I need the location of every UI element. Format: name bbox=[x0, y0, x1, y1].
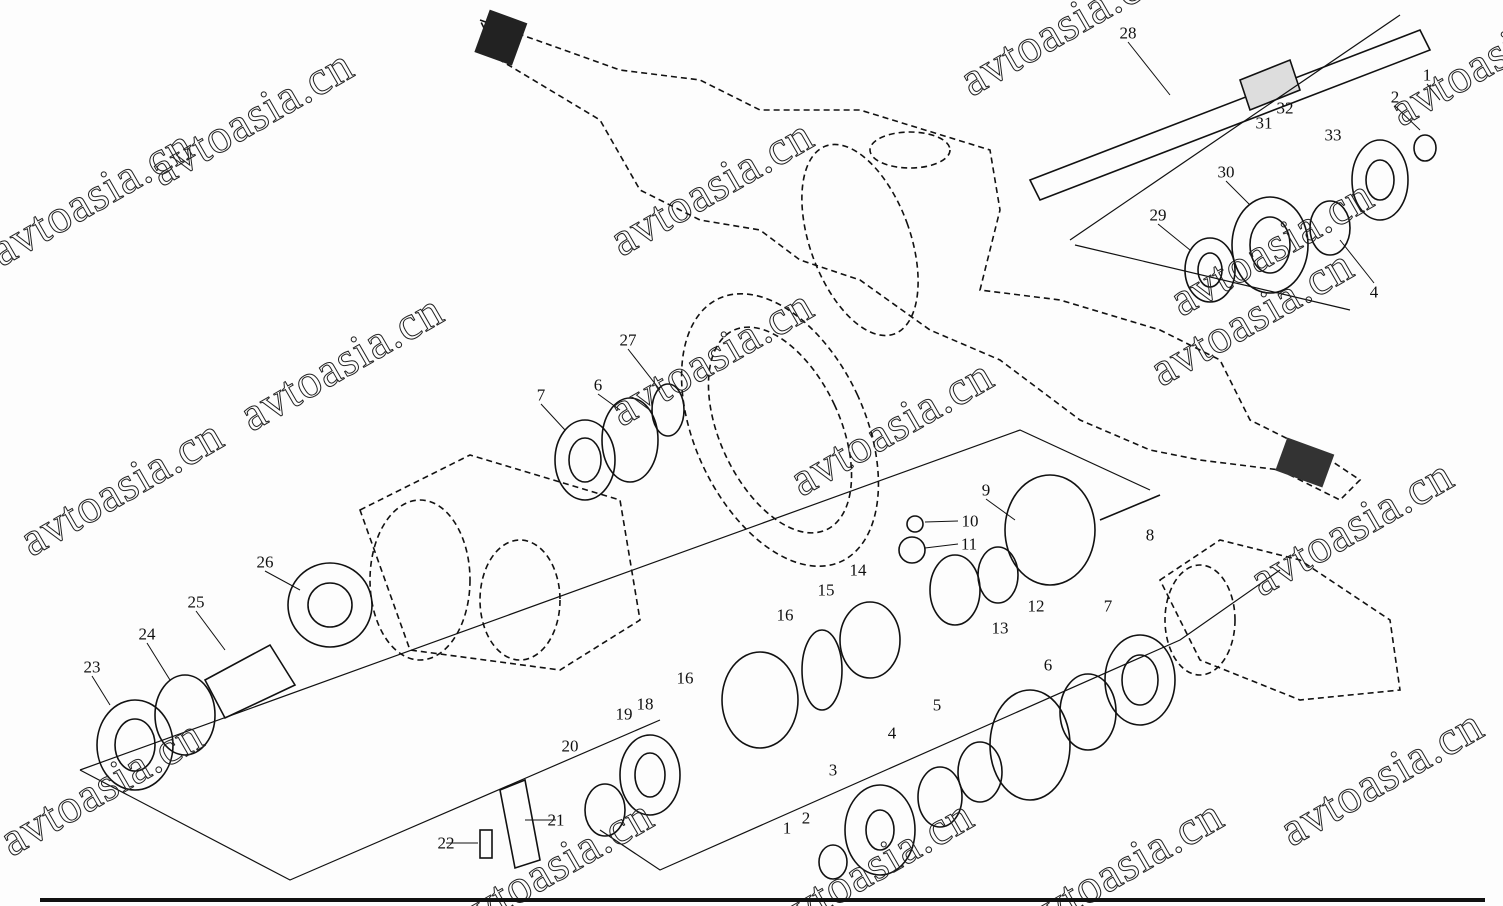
part-number-label: 21 bbox=[547, 810, 565, 830]
part-number-label: 12 bbox=[1027, 596, 1045, 616]
right-cover bbox=[1158, 539, 1401, 701]
part-number-label: 18 bbox=[636, 694, 654, 714]
part-number-label: 16 bbox=[776, 605, 794, 625]
part-number-label: 13 bbox=[991, 618, 1009, 638]
part-number-label: 22 bbox=[437, 833, 455, 853]
carrier-cover bbox=[680, 292, 880, 568]
part-number-label: 6 bbox=[593, 375, 603, 395]
part-number-label: 9 bbox=[981, 480, 991, 500]
bottom-rule bbox=[40, 898, 1485, 902]
part-number-label: 23 bbox=[83, 657, 101, 677]
part-number-label: 11 bbox=[960, 534, 978, 554]
part-number-label: 4 bbox=[1369, 282, 1379, 302]
part-number-label: 7 bbox=[536, 385, 546, 405]
leader-lines bbox=[91, 41, 1441, 844]
part-number-label: 7 bbox=[1103, 596, 1113, 616]
part-number-label: 30 bbox=[1217, 162, 1235, 182]
part-number-label: 2 bbox=[1390, 87, 1400, 107]
part-number-label: 31 bbox=[1255, 113, 1273, 133]
part-number-label: 6 bbox=[1043, 655, 1053, 675]
part-number-label: 26 bbox=[256, 552, 274, 572]
axle-shaft bbox=[1028, 28, 1432, 202]
spline-end-right bbox=[1275, 437, 1335, 488]
part-number-label: 27 bbox=[619, 330, 637, 350]
part-number-label: 8 bbox=[1145, 525, 1155, 545]
axle-housing bbox=[478, 18, 1362, 501]
assembly-lines bbox=[79, 14, 1401, 881]
part-number-label: 29 bbox=[1149, 205, 1167, 225]
part-number-label: 25 bbox=[187, 592, 205, 612]
spline-end-left bbox=[474, 9, 528, 66]
part-number-label: 33 bbox=[1324, 125, 1342, 145]
part-number-label: 32 bbox=[1276, 98, 1294, 118]
part-number-label: 28 bbox=[1119, 23, 1137, 43]
part-number-label: 15 bbox=[817, 580, 835, 600]
part-number-label: 20 bbox=[561, 736, 579, 756]
part-number-label: 2 bbox=[801, 808, 811, 828]
gearbox-housing bbox=[359, 454, 641, 671]
part-number-label: 5 bbox=[932, 695, 942, 715]
part-number-label: 19 bbox=[615, 704, 633, 724]
part-number-label: 1 bbox=[782, 818, 792, 838]
bearings-and-rings bbox=[96, 134, 1437, 880]
part-number-label: 14 bbox=[849, 560, 867, 580]
part-number-label: 24 bbox=[138, 624, 156, 644]
part-number-label: 10 bbox=[961, 511, 979, 531]
part-number-label: 3 bbox=[828, 760, 838, 780]
part-number-label: 1 bbox=[1422, 65, 1432, 85]
part-number-label: 4 bbox=[887, 723, 897, 743]
part-number-label: 16 bbox=[676, 668, 694, 688]
